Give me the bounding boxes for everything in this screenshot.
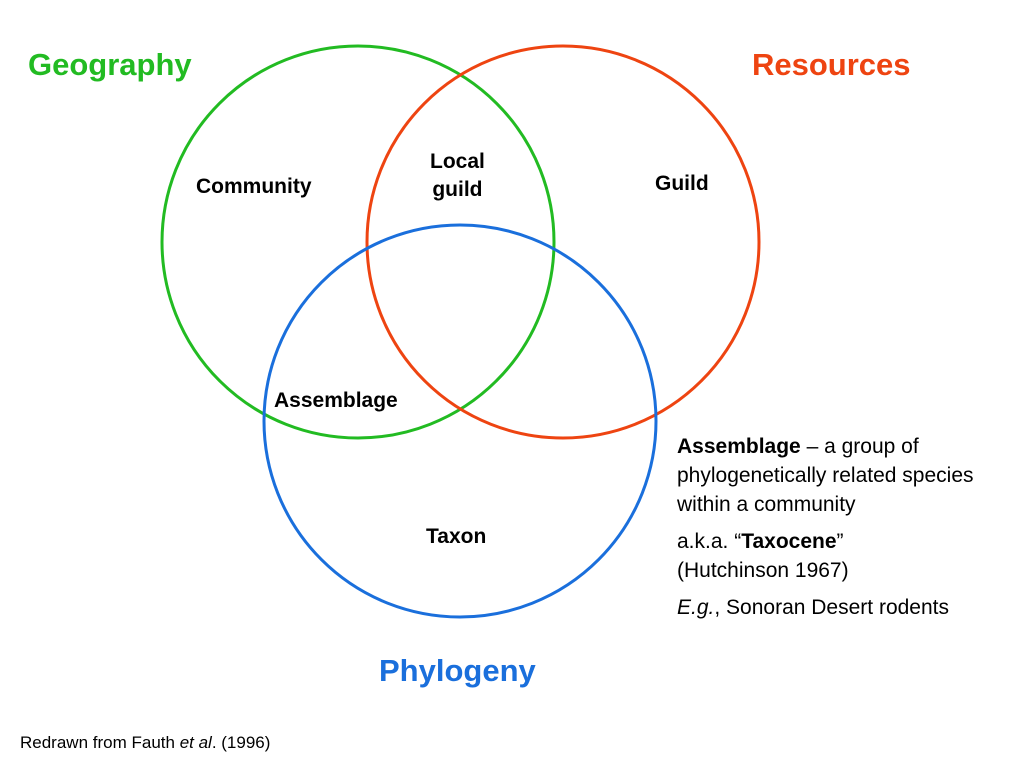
source-credit: Redrawn from Fauth et al. (1996)	[20, 733, 270, 753]
aka-text: a.k.a. “Taxocene” (Hutchinson 1967)	[677, 527, 1007, 585]
community-label: Community	[196, 175, 312, 198]
taxon-label: Taxon	[426, 525, 487, 548]
credit-prefix: Redrawn from Fauth	[20, 733, 180, 752]
phylogeny-label: Phylogeny	[379, 653, 536, 688]
resources-circle	[365, 44, 761, 440]
example-prefix: E.g.	[677, 596, 715, 619]
assemblage-definition: Assemblage – a group of phylogenetically…	[677, 432, 1007, 630]
geography-circle	[160, 44, 556, 440]
aka-prefix: a.k.a. “	[677, 530, 742, 553]
geography-label: Geography	[28, 47, 192, 82]
credit-suffix: . (1996)	[211, 733, 271, 752]
local-guild-line-1: Local	[430, 150, 485, 173]
local-guild-label: Local guild	[430, 148, 485, 204]
phylogeny-circle	[262, 223, 658, 619]
local-guild-line-2: guild	[432, 178, 483, 201]
definition-text: Assemblage – a group of phylogenetically…	[677, 432, 1007, 519]
example-text: E.g., Sonoran Desert rodents	[677, 593, 1007, 622]
assemblage-label: Assemblage	[274, 389, 398, 412]
definition-term: Assemblage	[677, 435, 801, 458]
definition-description: – a group of phylogenetically related sp…	[677, 435, 974, 516]
guild-label: Guild	[655, 172, 709, 195]
aka-term: Taxocene	[741, 530, 837, 553]
credit-etal: et al	[179, 733, 212, 752]
resources-label: Resources	[752, 47, 911, 82]
aka-citation: (Hutchinson 1967)	[677, 559, 849, 582]
example-body: , Sonoran Desert rodents	[714, 596, 949, 619]
aka-suffix: ”	[836, 530, 844, 553]
